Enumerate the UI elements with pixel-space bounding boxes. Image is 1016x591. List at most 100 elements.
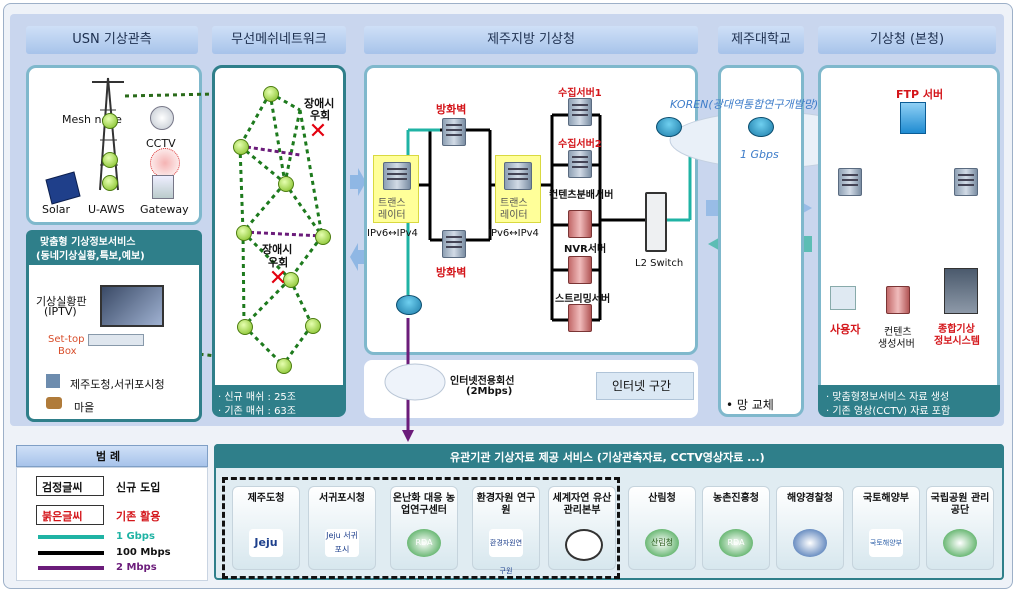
legend-100mbps-label: 100 Mbps (116, 547, 171, 558)
header-jeju-univ: 제주대학교 (718, 26, 804, 54)
nvr-server-icon (568, 210, 592, 238)
org-card[interactable]: 서귀포시청 Jeju 서귀포시 (308, 486, 376, 570)
translator2-label: 트랜스 (500, 198, 528, 209)
firewall1-icon (442, 118, 466, 146)
settop-sub-label: Box (58, 346, 77, 357)
mesh-node (233, 139, 249, 155)
settop-box-icon (88, 334, 144, 346)
gateway-label: Gateway (140, 203, 189, 216)
org-card[interactable]: 해양경찰청 (776, 486, 844, 570)
settop-label: Set-top (48, 334, 85, 345)
header-mesh: 무선메쉬네트워크 (212, 26, 346, 54)
mesh-node (278, 176, 294, 192)
ipv-label-1: IPv6↔IPv4 (367, 228, 418, 239)
iptv-icon (100, 285, 164, 327)
mesh-note-new: · 신규 매쉬 : 25조 (218, 392, 296, 403)
header-jeju-kma: 제주지방 기상청 (364, 26, 698, 54)
detour2-sub-label: 우회 (268, 256, 289, 269)
org-name: 해양경찰청 (787, 493, 833, 504)
service-title: 유관기관 기상자료 제공 서비스 (기상관측자료, CCTV영상자료 ...) (450, 451, 765, 464)
org-logo (565, 529, 603, 561)
legend-existing-label: 기존 활용 (116, 510, 161, 523)
header-usn: USN 기상관측 (26, 26, 198, 54)
contents-server-label: 컨텐츠분배서버 (549, 190, 614, 201)
weather-system-sub-label: 정보시스템 (934, 336, 980, 347)
legend-title: 범 례 (96, 450, 121, 463)
solar-label: Solar (42, 203, 71, 216)
iptv-sub-label: (IPTV) (44, 305, 77, 318)
translator2-sub-label: 레이터 (500, 210, 528, 221)
cctv-label: CCTV (146, 137, 176, 150)
org-logo: 환경자원연구원 (489, 529, 523, 575)
custom-service-header (26, 230, 202, 264)
org-name: 서귀포시청 (319, 493, 365, 504)
legend-line-1gbps (38, 535, 104, 539)
custom-service-title: 맞춤형 기상정보서비스 (40, 237, 136, 248)
u-aws-label: U-AWS (88, 203, 125, 216)
legend-red-box (36, 505, 104, 525)
org-name: 산림청 (648, 493, 676, 504)
translator1-sub-label: 레이터 (378, 210, 406, 221)
org-logo (793, 529, 827, 557)
hq-note-2: · 기존 영상(CCTV) 자료 포함 (826, 406, 951, 417)
legend-black-box (36, 476, 104, 496)
user-label: 사용자 (830, 323, 861, 336)
translator2-icon (504, 162, 532, 190)
header-kma-hq: 기상청 (본청) (818, 26, 996, 54)
new-orgs-group (222, 477, 620, 579)
router-icon (748, 117, 774, 137)
hq-notes-box (818, 385, 1000, 417)
org-logo: Jeju 서귀포시 (325, 529, 359, 557)
internet-section-label: 인터넷 구간 (612, 379, 672, 393)
network-exchange-label: • 망 교체 (726, 398, 774, 412)
mesh-node-icon (102, 113, 118, 129)
contents-gen-label: 컨텐츠 (884, 327, 912, 338)
org-logo (943, 529, 977, 557)
legend-1gbps-label: 1 Gbps (116, 531, 155, 542)
mesh-node (237, 319, 253, 335)
l2-switch-label: L2 Switch (635, 258, 684, 269)
l2-switch-icon (645, 192, 667, 252)
org-name: 국립공원 관리공단 (930, 493, 990, 516)
org-logo: Jeju (249, 529, 283, 557)
collect1-label: 수집서버1 (558, 88, 602, 99)
mesh-node (283, 272, 299, 288)
ipv-label-2: IPv6↔IPv4 (488, 228, 539, 239)
service-header (214, 444, 1004, 468)
legend-black-text: 검정글씨 (42, 481, 83, 494)
koren-label: KOREN(광대역통합연구개발망) (670, 98, 819, 111)
koren-speed-label: 1 Gbps (740, 148, 779, 161)
contents-gen-server-icon (886, 286, 910, 314)
failure-icon: ✕ (308, 119, 328, 144)
server-icon (838, 168, 862, 196)
dedicated-line-label: 인터넷전용회선 (450, 376, 515, 387)
office-label: 제주도청,서귀포시청 (70, 378, 165, 391)
org-card[interactable]: 국립공원 관리공단 (926, 486, 994, 570)
failure-icon: ✕ (268, 266, 288, 291)
legend-header (16, 445, 208, 467)
dedicated-line-speed: (2Mbps) (466, 386, 513, 397)
legend-line-2mbps (38, 566, 104, 570)
firewall2-label: 방화벽 (436, 266, 467, 279)
org-logo: RDA (719, 529, 753, 557)
org-logo: 산림청 (645, 529, 679, 557)
building-icon (46, 374, 60, 388)
village-icon (46, 397, 62, 409)
hq-note-1: · 맞춤형정보서비스 자료 생성 (826, 392, 950, 403)
org-card[interactable]: 세계자연 유산관리본부 (548, 486, 616, 570)
translator1-icon (383, 162, 411, 190)
org-logo: 국토해양부 (869, 529, 903, 557)
legend-new-label: 신규 도입 (116, 481, 161, 494)
mesh-notes-box (212, 385, 346, 417)
legend-red-text: 붉은글씨 (42, 510, 83, 523)
mesh-node (236, 225, 252, 241)
server-icon (568, 304, 592, 332)
weather-system-label: 종합기상 (938, 324, 975, 335)
